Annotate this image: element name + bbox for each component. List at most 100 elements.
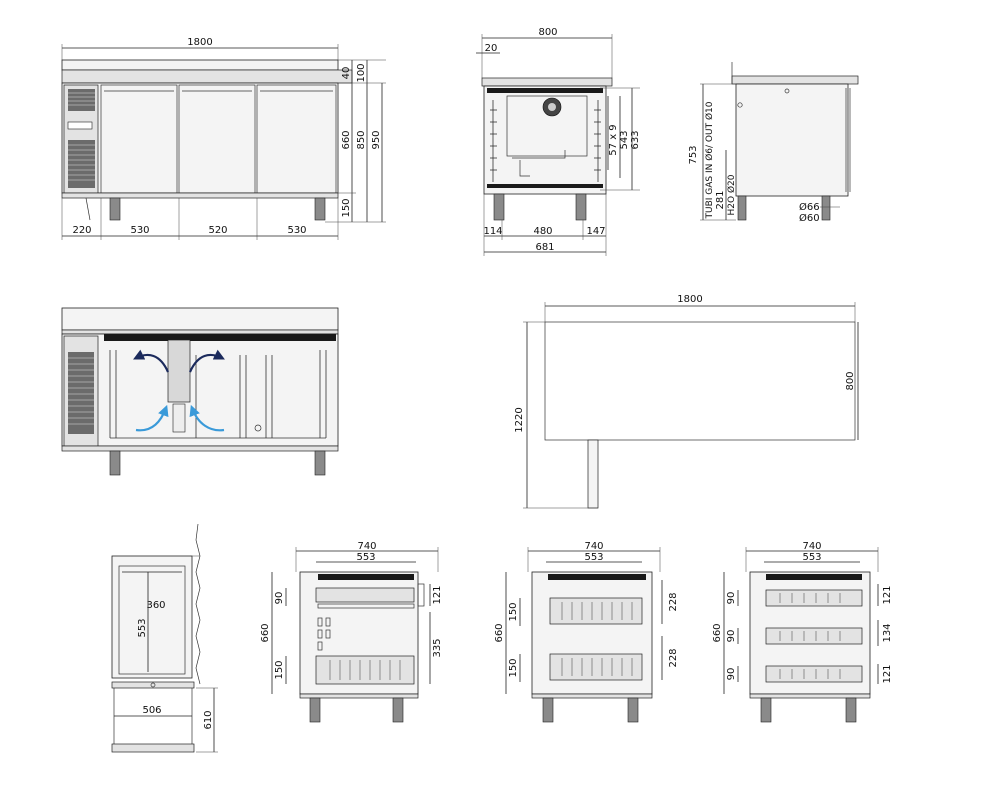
door-detail-view: 360 553 506 610 <box>111 523 218 753</box>
break-line <box>195 523 201 685</box>
worktop <box>61 307 339 331</box>
dim-lip-20: 20 <box>485 43 498 54</box>
dim-right-2: 134 <box>882 623 893 642</box>
drawer-middle <box>765 627 863 645</box>
dim-660: 660 <box>494 623 505 642</box>
dim-right-1: 121 <box>432 585 443 604</box>
dim-plan-clearance: 1220 <box>514 407 525 432</box>
leg-right <box>821 195 831 221</box>
vent-grille-icon <box>68 352 94 434</box>
base-plinth <box>531 693 653 699</box>
side-view: 753 TUBI GAS IN Ø6/ OUT Ø10 281 H2O Ø20 … <box>688 62 859 224</box>
drawer-section-2: 740 553 660 150 150 228 228 <box>494 541 679 723</box>
side-slots <box>317 617 331 651</box>
evaporator-box <box>506 95 588 157</box>
base-plinth <box>299 693 419 699</box>
shelf-rails <box>109 350 327 439</box>
dim-left-3: 90 <box>726 668 737 681</box>
tray-bottom <box>111 743 195 753</box>
bottom-insulation <box>487 184 603 188</box>
drawer-mesh <box>561 602 633 676</box>
dim-480: 480 <box>533 226 552 237</box>
dim-610: 610 <box>203 710 214 729</box>
dim-left-2: 90 <box>726 630 737 643</box>
base-plinth <box>61 192 339 199</box>
dim-left-1: 90 <box>274 592 285 605</box>
gas-pipe-label: TUBI GAS IN Ø6/ OUT Ø10 <box>704 101 715 219</box>
airflow-in-left-arrow <box>135 404 169 432</box>
leg-right <box>314 450 326 476</box>
leg-right <box>575 193 587 221</box>
top-insulation <box>104 334 336 341</box>
drawer-rail <box>317 603 415 609</box>
dim-633: 633 <box>630 130 641 149</box>
drain-tray <box>512 150 566 159</box>
cabinet-body <box>61 333 339 447</box>
drain-pipe <box>85 197 91 221</box>
dim-281: 281 <box>715 190 726 209</box>
dim-plan-width: 1800 <box>677 294 702 305</box>
dim-right-1: 121 <box>882 585 893 604</box>
drawer-lower <box>315 655 415 685</box>
door-frame <box>111 555 193 679</box>
water-pipe-label: H2O Ø20 <box>726 174 737 215</box>
top-insulation <box>548 574 646 580</box>
airflow-in-right-arrow <box>189 404 225 432</box>
side-section-view: 800 20 57 x 9 543 633 <box>476 27 641 256</box>
worktop-edge <box>61 69 353 84</box>
drawer-mesh <box>779 593 841 679</box>
tray-hole-icon <box>150 682 156 688</box>
top-insulation <box>318 574 414 580</box>
cabinet-side <box>735 83 849 197</box>
dim-660: 660 <box>260 623 271 642</box>
top-insulation <box>487 88 603 93</box>
leg-right <box>392 697 404 723</box>
worktop <box>61 59 339 71</box>
dim-553: 553 <box>802 552 821 563</box>
dim-553: 553 <box>356 552 375 563</box>
drawer-upper <box>549 597 643 625</box>
vent-grille-icon <box>68 89 95 188</box>
dim-total-width: 1800 <box>187 37 212 48</box>
leg-right <box>627 697 639 723</box>
dim-d66: Ø66 <box>799 201 820 213</box>
dim-right-3: 121 <box>882 664 893 683</box>
front-view: 1800 <box>61 37 386 240</box>
dim-left-1: 150 <box>508 602 519 621</box>
dim-543: 543 <box>619 130 630 149</box>
leg-right <box>845 697 857 723</box>
drawer-section-3: 740 553 660 90 90 90 12 <box>712 541 893 723</box>
dim-left-1: 90 <box>726 592 737 605</box>
dim-114: 114 <box>483 226 502 237</box>
dim-360: 360 <box>146 600 165 611</box>
plan-view: 1800 800 1220 <box>514 294 859 509</box>
dim-660: 660 <box>712 623 723 642</box>
airflow-out-left-arrow <box>133 349 170 373</box>
dim-left-2: 150 <box>274 660 285 679</box>
leg-left <box>109 197 121 221</box>
dim-leg-150: 150 <box>341 198 352 217</box>
dim-681: 681 <box>535 242 554 253</box>
leg-left <box>109 450 121 476</box>
leg-left <box>737 195 747 221</box>
dim-57x9: 57 x 9 <box>608 124 619 155</box>
leg-left <box>760 697 772 723</box>
gas-inlet-icon <box>737 102 743 108</box>
dim-740: 740 <box>802 541 821 552</box>
drawer-upper <box>315 587 415 603</box>
leg-left <box>493 193 505 221</box>
vent-hole-icon <box>784 88 790 94</box>
drain-column <box>172 403 186 433</box>
door-glass <box>118 565 186 675</box>
dim-plan-depth: 800 <box>845 371 856 390</box>
dim-width-2: 530 <box>130 225 149 236</box>
worktop-plan <box>544 321 856 441</box>
dim-body-660: 660 <box>341 130 352 149</box>
top-insulation <box>766 574 862 580</box>
dim-overall-950: 950 <box>371 130 382 149</box>
dim-width-4: 530 <box>287 225 306 236</box>
open-door-plan <box>587 439 599 509</box>
drawer-mesh <box>329 660 401 680</box>
drawer-top <box>765 589 863 607</box>
